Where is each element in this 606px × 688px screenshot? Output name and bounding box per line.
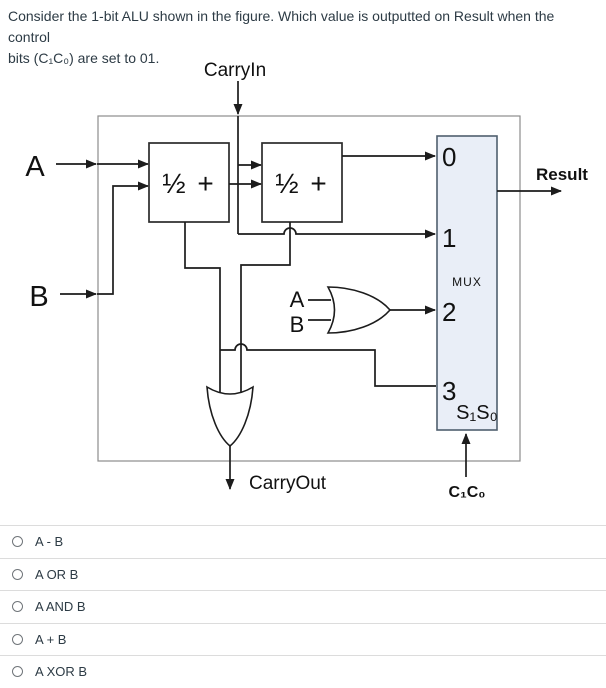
adder1-carry-line xyxy=(184,222,221,395)
radio-button[interactable] xyxy=(12,601,23,613)
half-adder-1-box xyxy=(148,142,230,223)
mux-label: MUX xyxy=(452,275,482,289)
mux-input-0-label: 0 xyxy=(442,142,456,172)
radio-button[interactable] xyxy=(12,633,23,645)
xor-to-mux1-arrow xyxy=(238,227,436,239)
mux-box xyxy=(436,135,498,431)
option-label: A + B xyxy=(35,631,67,647)
option-label: A OR B xyxy=(35,566,79,582)
half-adder-2-box xyxy=(261,142,343,223)
or-gate-b-label: B xyxy=(290,312,305,337)
answer-options: A - B A OR B A AND B A + B A XOR B xyxy=(0,525,606,688)
mux-select-label: S₁S₀ xyxy=(456,402,498,424)
input-a-label: A xyxy=(25,151,45,183)
carryout-or-gate xyxy=(206,385,254,448)
alu-outer-box xyxy=(97,115,521,462)
carryin-label: CarryIn xyxy=(204,60,266,81)
radio-button[interactable] xyxy=(12,568,23,580)
and-to-mux3-line xyxy=(220,343,436,387)
answer-option[interactable]: A AND B xyxy=(0,590,606,623)
control-bits-label: C₁C₀ xyxy=(449,484,486,501)
alu-diagram: CarryIn A B ½ + ½ + A B CarryOut 0 1 MUX… xyxy=(25,60,588,501)
option-label: A AND B xyxy=(35,599,86,615)
half-adder-2-label: ½ + xyxy=(275,168,328,199)
radio-button[interactable] xyxy=(12,536,23,548)
answer-option[interactable]: A OR B xyxy=(0,557,606,591)
half-adder-1-label: ½ + xyxy=(162,168,215,199)
or-gate xyxy=(326,286,392,334)
question-text: Consider the 1-bit ALU shown in the figu… xyxy=(8,6,600,69)
result-label: Result xyxy=(536,165,588,184)
mux-input-2-label: 2 xyxy=(442,297,456,327)
option-label: A XOR B xyxy=(35,664,88,680)
mux-input-3-label: 3 xyxy=(442,376,456,406)
adder2-carry-line xyxy=(240,222,291,395)
question-line-1: Consider the 1-bit ALU shown in the figu… xyxy=(8,8,555,45)
answer-option[interactable]: A + B xyxy=(0,622,606,656)
option-label: A - B xyxy=(35,534,64,550)
radio-button[interactable] xyxy=(12,666,23,678)
or-gate-a-label: A xyxy=(290,287,305,312)
question-line-2: bits (C₁C₀) are set to 01. xyxy=(8,50,160,66)
answer-option[interactable]: A XOR B xyxy=(0,655,606,688)
carryout-label: CarryOut xyxy=(249,473,327,494)
answer-option[interactable]: A - B xyxy=(0,525,606,558)
input-b-label: B xyxy=(29,281,48,313)
mux-input-1-label: 1 xyxy=(442,223,456,253)
input-b-arrow-2 xyxy=(97,181,149,295)
